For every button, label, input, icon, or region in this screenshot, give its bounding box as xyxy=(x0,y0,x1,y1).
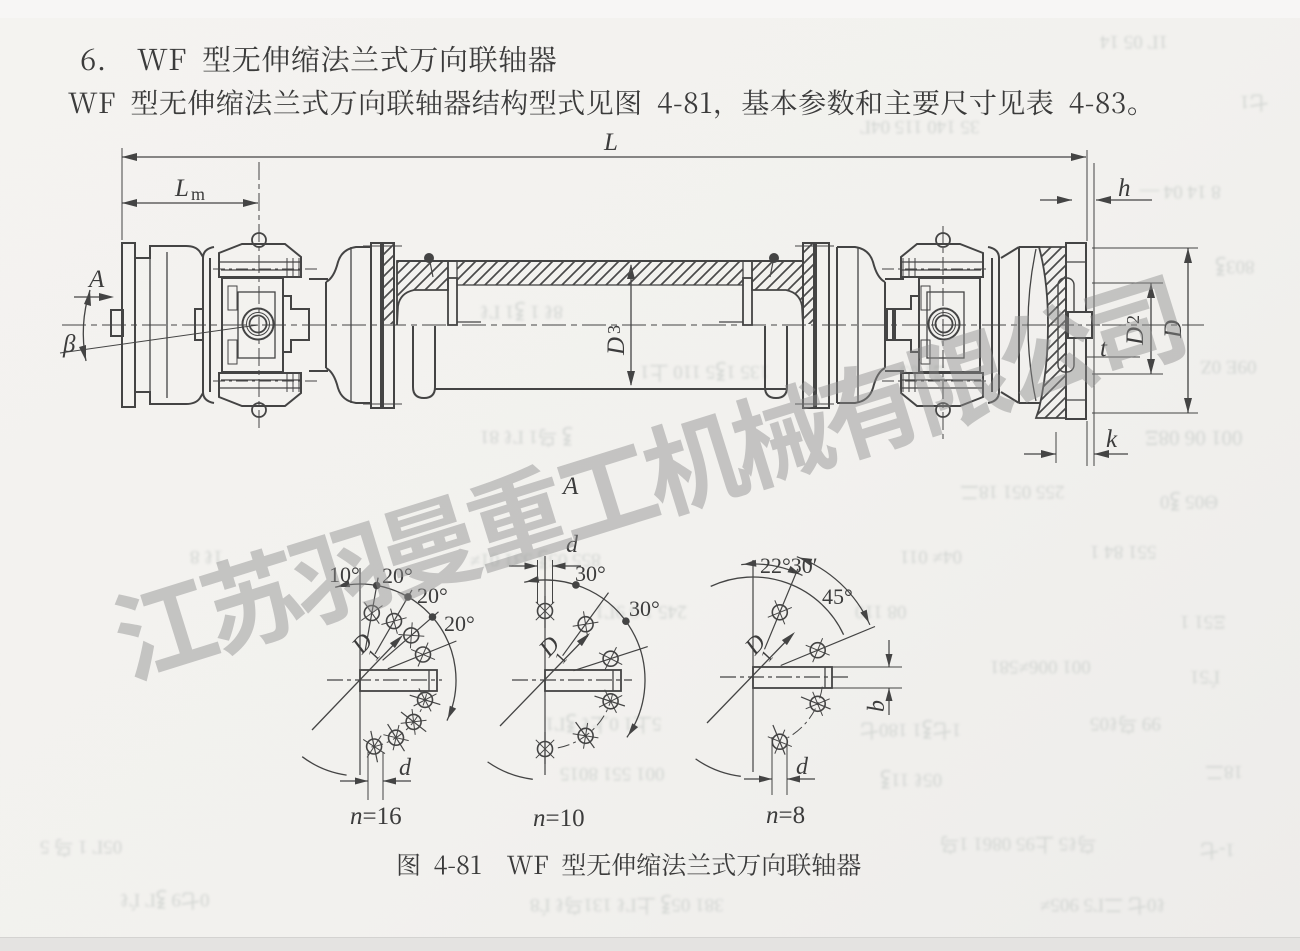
svg-text:m: m xyxy=(191,184,205,204)
svg-text:30°: 30° xyxy=(629,596,660,621)
svg-text:10°: 10° xyxy=(329,562,360,587)
svg-text:b: b xyxy=(864,700,890,712)
svg-text:A: A xyxy=(561,473,579,500)
svg-text:β: β xyxy=(62,331,76,358)
svg-text:20°: 20° xyxy=(417,583,448,608)
svg-text:d: d xyxy=(566,532,579,558)
svg-text:L: L xyxy=(603,129,618,156)
svg-text:3: 3 xyxy=(604,325,624,334)
svg-text:30°: 30° xyxy=(575,561,606,586)
svg-text:L: L xyxy=(174,175,189,202)
svg-text:D: D xyxy=(1160,320,1187,339)
svg-text:45°: 45° xyxy=(822,584,853,609)
svg-text:n=8: n=8 xyxy=(766,802,805,829)
svg-text:n=10: n=10 xyxy=(533,805,585,832)
svg-text:D: D xyxy=(1122,327,1149,346)
svg-text:2: 2 xyxy=(1123,315,1143,324)
svg-text:A: A xyxy=(87,266,105,293)
svg-text:k: k xyxy=(1106,426,1118,453)
svg-text:20°: 20° xyxy=(444,611,475,636)
svg-text:t: t xyxy=(1100,335,1108,362)
svg-text:n=16: n=16 xyxy=(350,803,402,830)
svg-text:20°: 20° xyxy=(382,563,413,588)
svg-text:D: D xyxy=(603,337,630,356)
svg-text:h: h xyxy=(1118,175,1131,202)
svg-text:22°30′: 22°30′ xyxy=(760,553,818,578)
svg-text:d: d xyxy=(399,755,412,781)
svg-text:d: d xyxy=(796,754,809,780)
